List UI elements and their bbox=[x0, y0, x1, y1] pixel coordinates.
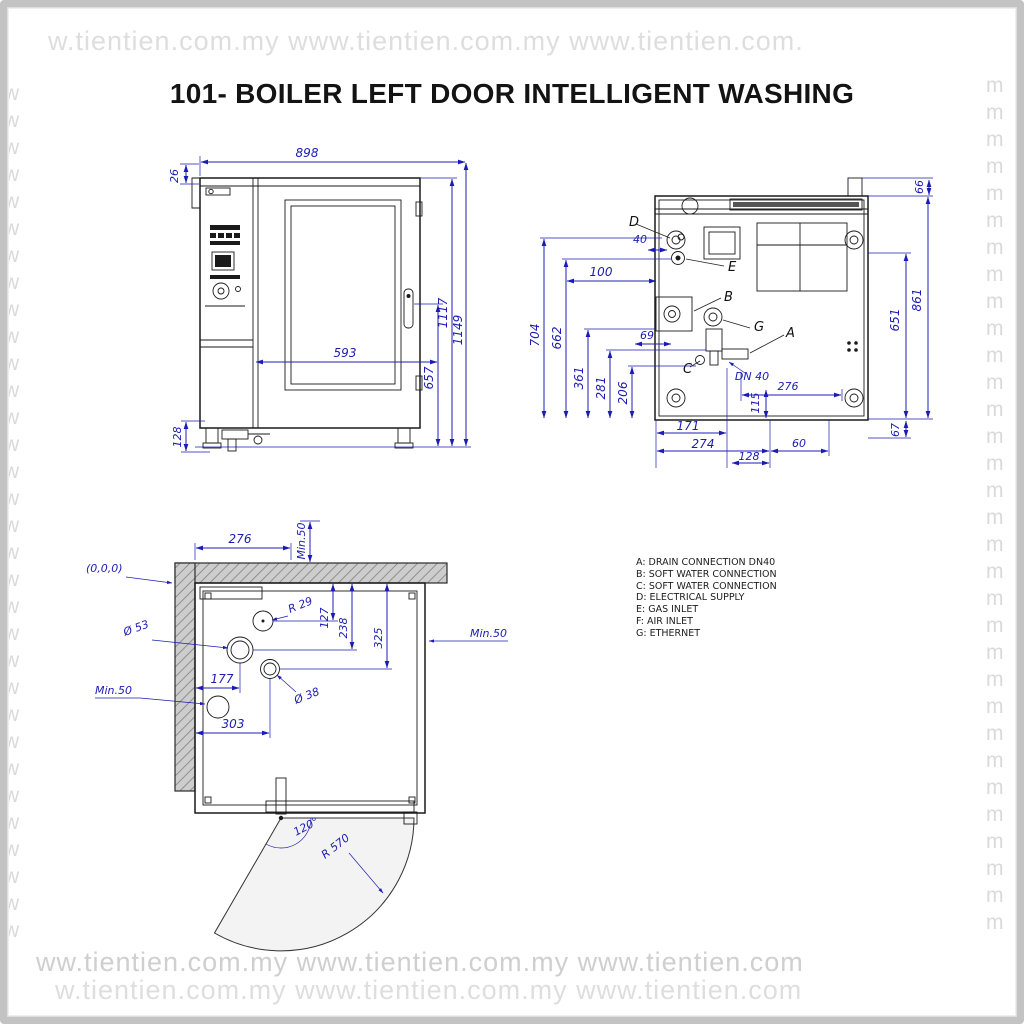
dim-top-704: 704 bbox=[528, 324, 542, 347]
watermark-right-column: m m m m m m m m m m m m m m m m m m m m … bbox=[986, 74, 1004, 934]
feet-circles bbox=[666, 230, 864, 408]
air-inlet-circle bbox=[681, 197, 699, 215]
dim-top-171: 171 bbox=[677, 419, 700, 433]
dia38-circle bbox=[260, 659, 280, 679]
legend-item-b: B: SOFT WATER CONNECTION bbox=[636, 568, 777, 580]
watermark-bottom-2: w.tientien.com.my www.tientien.com.my ww… bbox=[55, 975, 803, 1005]
dim-top-67: 67 bbox=[889, 423, 902, 437]
dim-plan-r29: R 29 bbox=[286, 594, 314, 615]
label-a: A bbox=[785, 326, 795, 341]
dim-plan-dia38: Ø 38 bbox=[291, 685, 321, 707]
origin-label: (0,0,0) bbox=[86, 562, 123, 575]
chimney bbox=[847, 177, 863, 197]
dim-top-40: 40 bbox=[633, 233, 647, 246]
dim-plan-325: 325 bbox=[372, 628, 385, 649]
plan-view: (0,0,0) 276 Min.50 R 29 Ø 53 Ø 38 127 23… bbox=[86, 520, 508, 952]
dim-top-274: 274 bbox=[692, 437, 715, 451]
soft-water-b-box bbox=[655, 296, 693, 332]
label-d: D bbox=[629, 215, 639, 230]
electrical-supply-circle bbox=[677, 233, 685, 241]
watermark-top: w.tientien.com.my www.tientien.com.my ww… bbox=[48, 26, 804, 56]
legend-item-e: E: GAS INLET bbox=[636, 604, 699, 616]
dim-front-base-height: 128 bbox=[171, 427, 184, 448]
ethernet-circle bbox=[703, 307, 723, 327]
dim-top-128: 128 bbox=[739, 450, 760, 463]
label-g: G bbox=[754, 320, 764, 335]
label-c: C bbox=[683, 362, 693, 377]
dim-front-body-height: 1117 bbox=[436, 297, 450, 328]
control-panel bbox=[200, 187, 253, 348]
connection-legend: A: DRAIN CONNECTION DN40 B: SOFT WATER C… bbox=[636, 557, 777, 640]
dim-front-top-offset: 26 bbox=[168, 169, 181, 183]
dim-plan-303: 303 bbox=[222, 717, 245, 731]
left-wall bbox=[174, 562, 196, 792]
watermark-left-column: w w w w w w w w w w w w w w w w w w w w … bbox=[4, 82, 20, 942]
dim-plan-dia53: Ø 53 bbox=[121, 618, 151, 640]
dim-top-66: 66 bbox=[913, 180, 926, 194]
top-view: D E B G A C bbox=[528, 177, 933, 468]
dim-plan-min50-right: Min.50 bbox=[470, 627, 507, 640]
dim-plan-min50-top: Min.50 bbox=[295, 522, 308, 559]
top-wall bbox=[174, 562, 448, 584]
dim-plan-127: 127 bbox=[318, 608, 331, 629]
dim-plan-min50-left: Min.50 bbox=[95, 684, 132, 697]
dim-top-69: 69 bbox=[640, 329, 654, 342]
min50-circle bbox=[206, 695, 230, 719]
dim-front-handle-height: 657 bbox=[422, 366, 436, 389]
legend-item-c: C: SOFT WATER CONNECTION bbox=[636, 580, 777, 592]
dim-top-861: 861 bbox=[910, 289, 924, 312]
dim-front-total-width: 898 bbox=[296, 146, 319, 160]
front-view: 898 26 593 657 1117 1149 128 bbox=[168, 146, 471, 453]
dim-top-281: 281 bbox=[594, 377, 608, 400]
dim-top-361: 361 bbox=[572, 367, 586, 390]
label-b: B bbox=[724, 290, 733, 305]
dim-plan-238: 238 bbox=[337, 618, 350, 639]
dim-front-total-height: 1149 bbox=[451, 315, 465, 346]
legend-item-a: A: DRAIN CONNECTION DN40 bbox=[636, 557, 776, 568]
drain-valve bbox=[705, 328, 723, 352]
legend-item-g: G: ETHERNET bbox=[636, 627, 701, 639]
dim-top-dn40: DN 40 bbox=[735, 370, 769, 383]
door-swing-sector bbox=[213, 817, 415, 952]
door-panel bbox=[265, 800, 415, 813]
dim-top-60: 60 bbox=[792, 437, 806, 450]
dim-top-651: 651 bbox=[888, 309, 902, 332]
page-title: 101- BOILER LEFT DOOR INTELLIGENT WASHIN… bbox=[169, 78, 855, 109]
dim-top-276: 276 bbox=[778, 380, 799, 393]
watermark-bottom-1: ww.tientien.com.my www.tientien.com.my w… bbox=[36, 947, 804, 977]
legend-item-f: F: AIR INLET bbox=[636, 615, 693, 627]
dim-plan-177: 177 bbox=[211, 672, 234, 686]
legend-item-d: D: ELECTRICAL SUPPLY bbox=[636, 592, 745, 604]
soft-water-c-circle bbox=[695, 355, 705, 365]
gas-inlet-circle bbox=[671, 251, 685, 265]
dim-top-662: 662 bbox=[550, 327, 564, 350]
dim-front-door-width: 593 bbox=[334, 346, 357, 360]
door-handle bbox=[403, 288, 414, 329]
dim-plan-276: 276 bbox=[229, 532, 252, 546]
dim-top-100: 100 bbox=[590, 265, 613, 279]
dim-top-115: 115 bbox=[749, 393, 762, 414]
label-e: E bbox=[728, 260, 737, 275]
dim-top-206: 206 bbox=[616, 381, 630, 404]
